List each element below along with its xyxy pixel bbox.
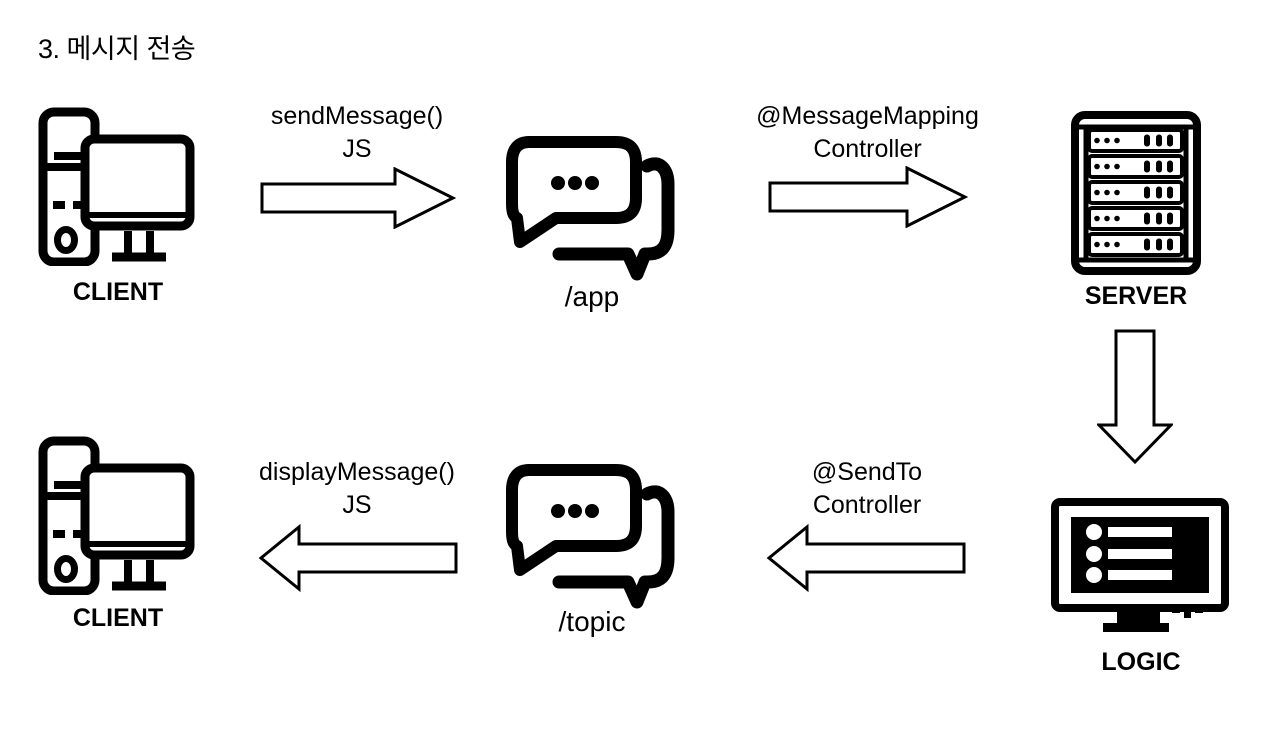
- desktop-computer-icon: [33, 106, 198, 266]
- arrow-right-icon: [260, 167, 456, 229]
- node-label-server: SERVER: [1084, 282, 1188, 310]
- desktop-computer-icon: [33, 435, 198, 595]
- arrow-down-icon: [1097, 329, 1173, 465]
- arrow-label-mapping: @MessageMapping Controller: [755, 100, 980, 166]
- node-app-channel: [502, 132, 677, 282]
- arrow-left-icon: [258, 524, 458, 592]
- node-label-logic: LOGIC: [1101, 648, 1181, 676]
- monitor-checklist-icon: [1051, 498, 1229, 636]
- node-label-topic: /topic: [558, 606, 626, 637]
- node-label-client-top: CLIENT: [72, 278, 164, 306]
- chat-bubbles-icon: [502, 460, 677, 610]
- arrow-label-line1: displayMessage(): [259, 458, 455, 486]
- arrow-label-line2: Controller: [812, 491, 922, 519]
- arrow-label-line1: @SendTo: [811, 458, 923, 486]
- arrow-right-icon: [768, 166, 968, 228]
- node-label-app: /app: [564, 281, 620, 312]
- arrow-label-line2: JS: [342, 135, 372, 163]
- arrow-left-icon: [766, 524, 966, 592]
- arrow-label-display: displayMessage() JS: [247, 456, 467, 522]
- node-server: [1070, 110, 1202, 276]
- server-rack-icon: [1070, 110, 1202, 276]
- node-label-client-bottom: CLIENT: [72, 604, 164, 632]
- diagram-title: 3. 메시지 전송: [38, 34, 196, 64]
- arrow-label-line1: @MessageMapping: [756, 102, 979, 130]
- arrow-label-line2: JS: [342, 491, 372, 519]
- arrow-label-line2: Controller: [813, 135, 922, 163]
- node-topic-channel: [502, 460, 677, 610]
- node-logic: [1051, 498, 1229, 636]
- arrow-label-sendto: @SendTo Controller: [757, 456, 977, 522]
- arrow-label-send: sendMessage() JS: [247, 100, 467, 166]
- chat-bubbles-icon: [502, 132, 677, 282]
- arrow-label-line1: sendMessage(): [270, 102, 444, 130]
- node-client-bottom: [33, 435, 198, 595]
- node-client-top: [33, 106, 198, 266]
